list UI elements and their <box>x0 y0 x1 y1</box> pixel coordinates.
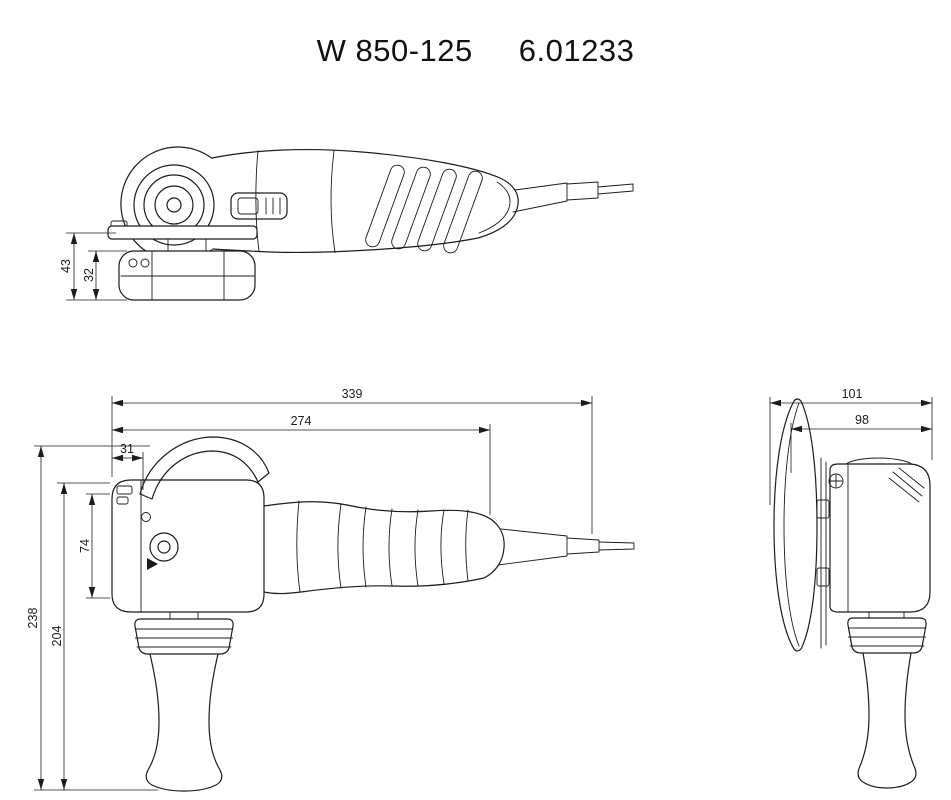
motor-housing-side <box>263 500 505 595</box>
vent-slats <box>365 164 483 254</box>
dim-98-label: 98 <box>855 413 869 427</box>
dimensions-top-view <box>66 232 127 301</box>
dim-274-label: 274 <box>291 414 312 428</box>
motor-housing <box>211 148 519 253</box>
side-view-main <box>111 436 635 792</box>
wheel-guard-and-disc <box>107 225 258 301</box>
power-cord-side <box>497 528 635 566</box>
dim-204-label: 204 <box>50 626 64 647</box>
dim-31-label: 31 <box>120 442 134 456</box>
power-cord <box>512 181 634 213</box>
dimension-labels-front-view: 101 98 <box>842 387 869 427</box>
model-name: W 850-125 <box>316 33 473 68</box>
dimensions-main-view <box>34 396 593 791</box>
article-number: 6.01233 <box>518 33 635 68</box>
side-view-top <box>107 146 634 301</box>
guard-flange-front <box>816 457 830 649</box>
spindle-lock-marker <box>147 558 158 570</box>
gear-head-front <box>828 457 931 613</box>
drawing-title: W 850-125 6.01233 <box>0 33 951 69</box>
dimension-labels-main-view: 339 274 31 74 238 204 <box>26 387 362 646</box>
switch-slider <box>230 192 288 220</box>
gear-head <box>110 146 215 262</box>
dim-43-label: 43 <box>59 259 73 273</box>
front-view <box>773 398 931 789</box>
dim-74-label: 74 <box>78 539 92 553</box>
dim-238-label: 238 <box>26 608 40 629</box>
dimension-labels-top-view: 43 32 <box>59 259 96 282</box>
side-handle <box>134 611 234 792</box>
gear-head-side <box>111 479 265 613</box>
wheel-guard <box>139 436 270 500</box>
dim-101-label: 101 <box>842 387 863 401</box>
dim-339-label: 339 <box>342 387 363 401</box>
dimensions-front-view <box>769 397 933 505</box>
grinding-wheel-front <box>773 398 818 652</box>
side-handle-front <box>847 611 927 789</box>
dim-32-label: 32 <box>82 268 96 282</box>
